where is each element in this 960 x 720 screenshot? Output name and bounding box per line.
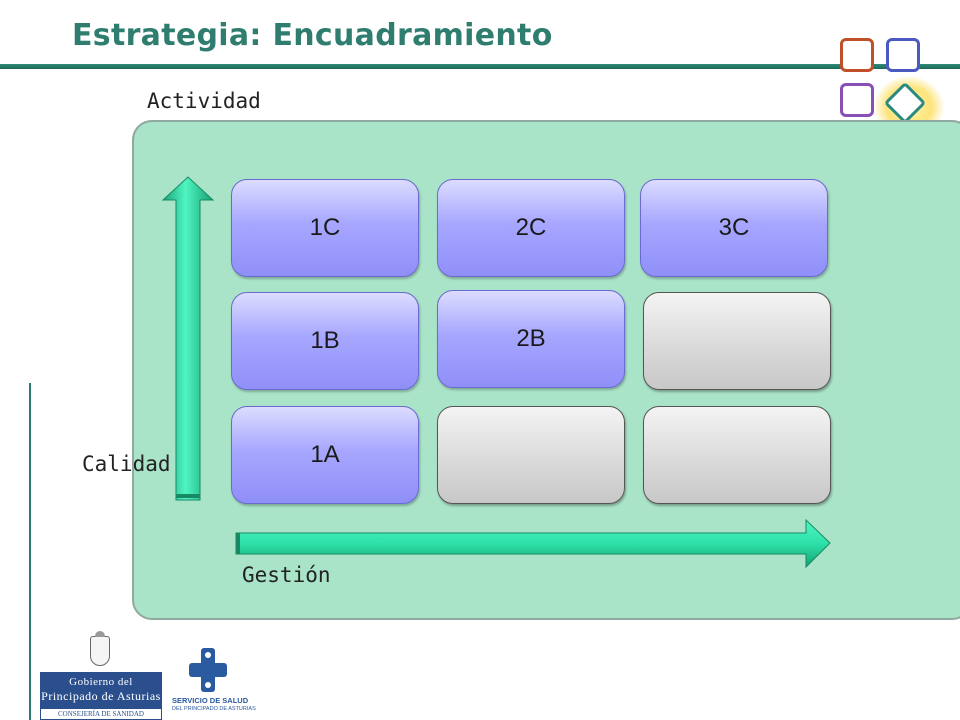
gobierno-banner: Gobierno del Principado de Asturias xyxy=(40,672,162,708)
cell-2c: 2C xyxy=(437,179,625,277)
blue-square-icon xyxy=(886,38,920,72)
page-title: Estrategia: Encuadramiento xyxy=(72,18,553,53)
servicio-salud-logo: SERVICIO DE SALUD DEL PRINCIPADO DE ASTU… xyxy=(168,646,256,718)
cell-1a: 1A xyxy=(231,406,419,504)
cell-1c: 1C xyxy=(231,179,419,277)
cell-2b: 2B xyxy=(437,290,625,388)
left-margin-line xyxy=(29,383,31,720)
horizontal-arrow xyxy=(235,518,831,569)
cell-empty-a3 xyxy=(643,406,831,504)
cell-3c: 3C xyxy=(640,179,828,277)
gobierno-line3: CONSEJERÍA DE SANIDAD xyxy=(40,708,162,720)
cell-1b: 1B xyxy=(231,292,419,390)
gobierno-line2: Principado de Asturias xyxy=(41,689,161,703)
axis-label-gestion: Gestión xyxy=(242,563,331,587)
purple-square-icon xyxy=(840,83,874,117)
title-underline xyxy=(0,64,960,69)
servicio-salud-line2: DEL PRINCIPADO DE ASTURIAS xyxy=(172,706,256,712)
coat-of-arms-icon xyxy=(90,631,110,666)
gobierno-asturias-logo: Gobierno del Principado de Asturias CONS… xyxy=(40,631,162,720)
orange-square-icon xyxy=(840,38,874,72)
axis-label-calidad: Calidad xyxy=(82,452,171,476)
servicio-salud-line1: SERVICIO DE SALUD xyxy=(172,696,249,705)
axis-label-actividad: Actividad xyxy=(147,89,261,113)
cell-empty-a2 xyxy=(437,406,625,504)
gobierno-line1: Gobierno del xyxy=(69,676,133,688)
vertical-arrow xyxy=(161,176,215,501)
health-cross-icon xyxy=(189,648,227,692)
cell-empty-b3 xyxy=(643,292,831,390)
